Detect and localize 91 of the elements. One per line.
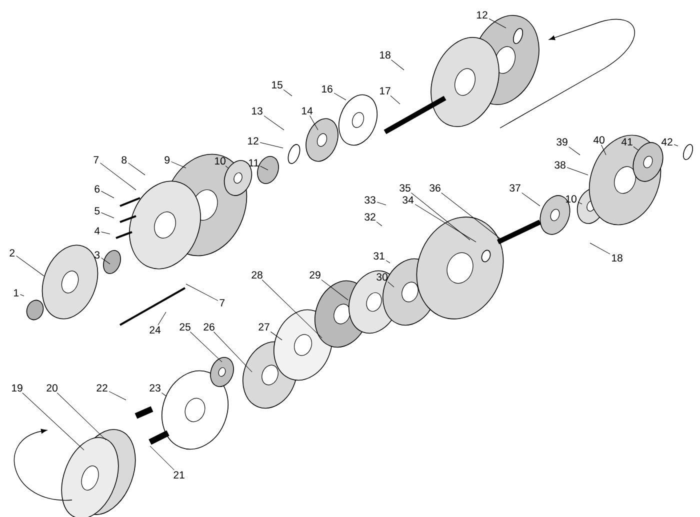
callout-number: 32 (364, 213, 376, 221)
leader-line (260, 142, 284, 148)
callout-number: 8 (122, 156, 127, 164)
leader-line (101, 232, 110, 234)
leader-line (225, 166, 228, 168)
leader-line (101, 212, 114, 218)
callout-number: 23 (150, 384, 160, 392)
leader-line (386, 260, 390, 264)
callout-number: 31 (374, 252, 384, 260)
callout-number: 27 (258, 323, 270, 331)
callout-number: 36 (430, 184, 440, 192)
leader-line (410, 192, 470, 240)
leader-line (22, 392, 84, 450)
leader-line (16, 256, 44, 276)
callout-number: 14 (302, 107, 313, 114)
callout-number: 37 (510, 184, 520, 192)
callout-number: 1 (14, 289, 19, 296)
leader-line (633, 146, 638, 150)
callout-number: 22 (96, 384, 108, 392)
callout-number: 7 (220, 299, 224, 306)
callout-number: 21 (174, 471, 184, 479)
callout-number: 39 (556, 138, 568, 146)
callout-number: 35 (400, 184, 410, 192)
callout-number: 10 (215, 157, 226, 165)
leader-line (260, 166, 268, 170)
callout-number: 2 (10, 249, 14, 257)
callout-number: 28 (252, 271, 262, 279)
callout-number: 11 (249, 159, 259, 166)
callout-number: 20 (46, 384, 58, 392)
leader-line (388, 282, 394, 288)
leader-line (264, 116, 284, 130)
leader-line (158, 312, 166, 326)
callout-number: 30 (376, 273, 388, 281)
leader-line (590, 242, 610, 254)
leader-line (128, 162, 146, 176)
callout-number: 18 (612, 254, 622, 262)
leader-line (213, 332, 252, 372)
callout-number: 13 (252, 107, 262, 115)
callout-number: 17 (380, 87, 390, 94)
leader-line (390, 95, 400, 104)
callout-number: 34 (402, 196, 414, 204)
leader-line (390, 60, 404, 70)
leader-line (56, 392, 106, 440)
callout-number: 18 (380, 51, 390, 59)
callout-number: 4 (94, 227, 100, 234)
leader-line (101, 258, 110, 264)
leader-line (171, 161, 186, 168)
leader-line (108, 391, 126, 400)
leader-line (262, 280, 322, 338)
leader-line (414, 204, 476, 242)
callout-number: 16 (322, 85, 332, 93)
callout-number: 26 (204, 323, 214, 331)
leader-line (441, 192, 502, 240)
leader-line (376, 202, 386, 206)
callout-number: 29 (310, 271, 320, 279)
leader-line (101, 190, 114, 198)
callout-number: 24 (150, 326, 161, 334)
leader-line (270, 332, 282, 340)
leader-line (100, 162, 136, 190)
callout-number: 40 (593, 136, 604, 144)
callout-number: 7 (94, 156, 98, 164)
callout-number: 9 (164, 156, 170, 164)
callout-number: 12 (248, 137, 258, 145)
callout-number: 5 (94, 207, 100, 215)
leader-line (566, 167, 588, 176)
callout-number: 38 (554, 161, 566, 169)
callout-number: 12 (477, 11, 488, 19)
callout-number: 42 (661, 138, 672, 146)
leader-line (376, 222, 382, 226)
leader-line (334, 92, 346, 100)
callout-number: 41 (621, 138, 632, 146)
leader-line (578, 202, 582, 204)
leader-line (186, 284, 218, 301)
leader-line (20, 294, 24, 296)
callout-number: 25 (180, 323, 190, 331)
callout-number: 19 (12, 384, 22, 392)
leader-line (522, 192, 540, 206)
leader-line (310, 115, 318, 130)
leader-line (150, 446, 174, 470)
leader-line (488, 18, 506, 28)
leader-line (190, 332, 222, 362)
callout-number: 33 (364, 196, 376, 204)
leader-line (161, 392, 166, 396)
callout-number: 15 (272, 81, 282, 89)
leader-line (283, 89, 292, 96)
callout-number: 6 (94, 185, 100, 193)
callout-number: 10 (566, 195, 576, 203)
leader-line (601, 144, 606, 156)
callout-number: 3 (94, 251, 100, 259)
leader-line (674, 144, 678, 146)
leader-line (568, 146, 580, 156)
